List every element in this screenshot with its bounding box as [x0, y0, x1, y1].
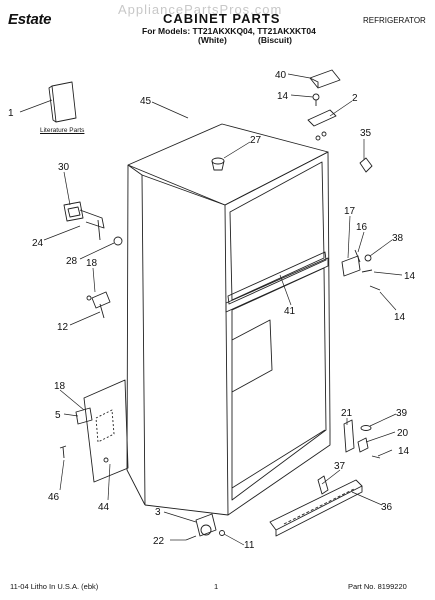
callout-11: 11 [244, 540, 255, 551]
callout-24: 24 [32, 238, 44, 249]
leveling-leg-assembly [63, 201, 123, 246]
callout-18: 18 [54, 381, 66, 392]
callout-3: 3 [155, 507, 161, 518]
footer-page-number: 1 [214, 582, 219, 591]
left-bracket-lower [75, 407, 109, 463]
toe-grille [269, 479, 363, 537]
callout-40: 40 [275, 70, 287, 81]
screw-46 [59, 445, 67, 459]
models-label: For Models: TT21AKXKQ04, TT21AKXKT04 [142, 26, 316, 36]
callout-45: 45 [140, 96, 152, 107]
refrigerator-cabinet [126, 123, 331, 516]
center-divider [227, 251, 327, 305]
top-screw [312, 93, 320, 106]
callout-37: 37 [334, 461, 346, 472]
brand-logo: Estate [8, 11, 52, 28]
category-label: REFRIGERATOR [363, 16, 426, 25]
callout-14: 14 [398, 446, 410, 457]
watermark: AppliancePartsPros.com [118, 2, 283, 17]
left-bracket-upper [86, 291, 111, 319]
color-biscuit-label: (Biscuit) [258, 35, 292, 45]
top-hinge [307, 109, 337, 141]
callout-35: 35 [360, 128, 372, 139]
clip-37 [317, 475, 329, 495]
callout-38: 38 [392, 233, 404, 244]
callout-28: 28 [66, 256, 78, 267]
callout-14: 14 [404, 271, 416, 282]
callout-1: 1 [8, 108, 14, 119]
literature-parts-label: Literature Parts [40, 127, 85, 134]
callout-39: 39 [396, 408, 408, 419]
literature-booklet [48, 81, 77, 123]
callout-41: 41 [284, 306, 296, 317]
color-white-label: (White) [198, 35, 227, 45]
callout-12: 12 [57, 322, 69, 333]
callout-30: 30 [58, 162, 70, 173]
callout-22: 22 [153, 536, 165, 547]
callout-20: 20 [397, 428, 409, 439]
callout-16: 16 [356, 222, 368, 233]
callout-21: 21 [341, 408, 353, 419]
middle-hinge [341, 249, 381, 291]
bottom-hinge [343, 419, 381, 459]
hinge-pin [359, 157, 373, 173]
footer-litho: 11-04 Litho In U.S.A. (ebk) [10, 582, 99, 591]
side-access-panel [83, 379, 129, 483]
callout-46: 46 [48, 492, 60, 503]
top-hinge-cover [309, 69, 341, 89]
callout-5: 5 [55, 410, 61, 421]
callout-14: 14 [394, 312, 406, 323]
footer-part-number: Part No. 8199220 [348, 582, 407, 591]
callout-36: 36 [381, 502, 393, 513]
cabinet-plug [211, 157, 225, 171]
callout-18: 18 [86, 258, 98, 269]
callout-44: 44 [98, 502, 110, 513]
callout-27: 27 [250, 135, 262, 146]
page-title: CABINET PARTS [163, 11, 281, 26]
callout-14: 14 [277, 91, 289, 102]
callout-2: 2 [352, 93, 358, 104]
callout-17: 17 [344, 206, 356, 217]
roller-assembly [185, 513, 225, 541]
